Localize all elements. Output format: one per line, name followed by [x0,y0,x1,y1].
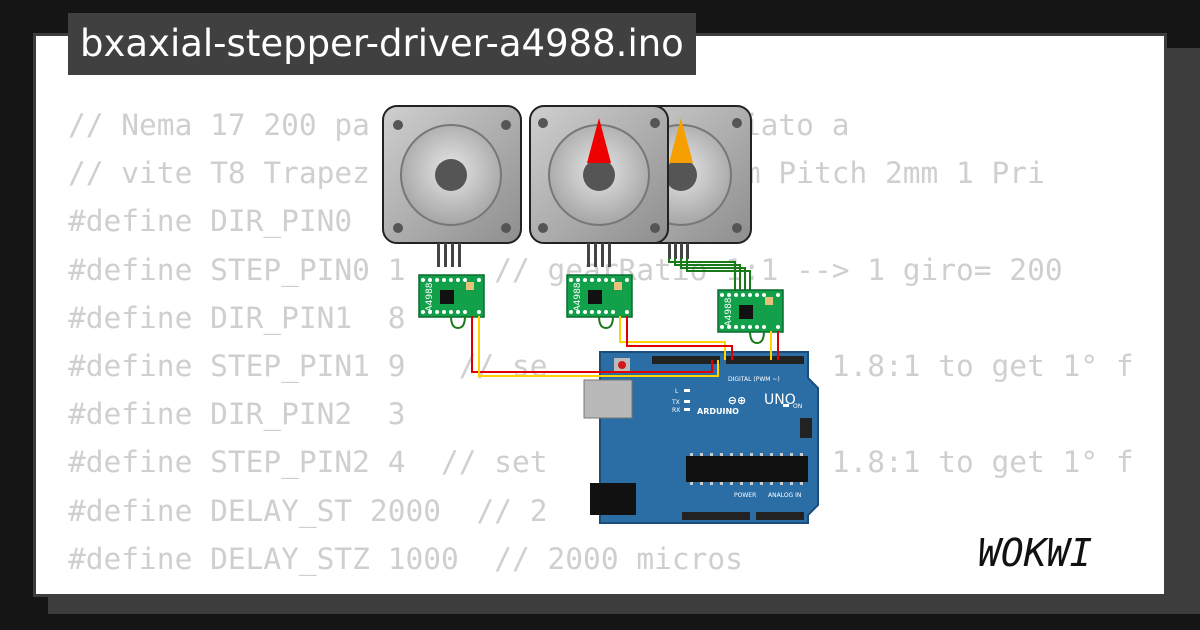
code-line: #define STEP_PIN2 4 // set 1.8:1 to get … [68,445,1132,480]
code-line: #define DIR_PIN1 8 [68,300,406,335]
code-line: #define DIR_PIN0 [68,204,353,239]
a4988-driver-3[interactable]: A4988 [717,289,784,333]
stepper-motor-1[interactable] [382,105,522,267]
atmega-chip [686,456,808,482]
code-line: #define DIR_PIN2 3 [68,397,406,432]
stepper-motor-2[interactable] [529,105,669,267]
rx-label: RX [672,407,680,414]
wokwi-logo: WOKWI [978,531,1092,575]
sketch-title[interactable]: bxaxial-stepper-driver-a4988.ino [68,13,696,75]
tx-label: TX [671,399,680,406]
motor-3-pointer [669,118,693,163]
driver-jumpers [450,315,765,345]
wokwi-logo-text: WOKWI [978,531,1092,575]
driver-3-label: A4988 [724,297,734,326]
digital-label: DIGITAL (PWM ~) [728,376,780,383]
motor-3-wires [668,258,751,290]
power-jack [590,483,636,515]
code-line: #define STEP_PIN1 9 // se 1.8:1 to get 1… [68,348,1132,383]
analog-header [756,512,804,520]
icsp-header [800,418,812,438]
on-label: ON [793,403,802,410]
signal-wires [471,316,779,377]
digital-header-2 [726,356,804,364]
motor-2-pointer [587,118,611,163]
uno-model: UNO [764,392,796,408]
arduino-uno-board[interactable]: DIGITAL (PWM ~) ⊖⊕ ARDUINO UNO POWER ANA… [583,351,819,524]
usb-port [583,379,633,419]
driver-1-label: A4988 [425,282,435,311]
power-header [682,512,750,520]
digital-header-1 [652,356,720,364]
power-label: POWER [734,492,756,499]
arduino-brand: ARDUINO [697,407,739,416]
analog-label: ANALOG IN [768,492,801,499]
a4988-driver-1[interactable]: A4988 [418,274,485,318]
driver-2-label: A4988 [573,282,583,311]
l-label: L [675,388,679,395]
a4988-driver-2[interactable]: A4988 [566,274,633,318]
code-line: #define DELAY_STZ 1000 // 2000 micros [68,541,743,576]
code-line: #define DELAY_ST 2000 // 2 [68,493,548,528]
arduino-logo-mark: ⊖⊕ [728,394,746,407]
